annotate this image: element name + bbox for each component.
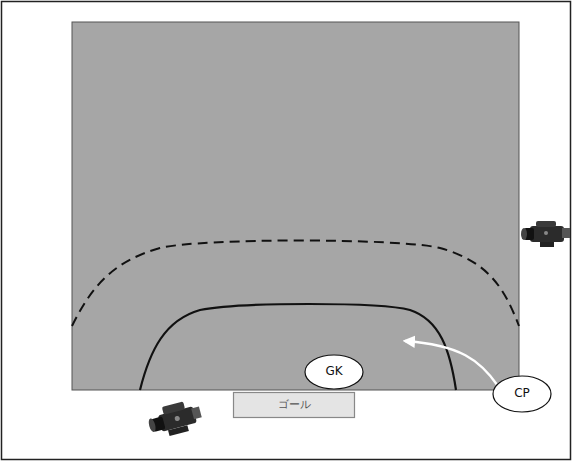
node-label: CP	[514, 387, 530, 400]
court-area	[72, 22, 519, 390]
movement-arrow	[405, 341, 498, 386]
player-ellipse: GK	[304, 354, 364, 390]
goal-box: ゴール	[233, 392, 355, 418]
goal-area-line	[140, 304, 456, 390]
video-camera	[521, 221, 570, 247]
node-label: GK	[325, 365, 342, 378]
free-throw-line	[72, 241, 519, 327]
node-label: ゴール	[278, 399, 311, 411]
player-ellipse: CP	[492, 375, 552, 413]
video-camera	[145, 398, 204, 441]
